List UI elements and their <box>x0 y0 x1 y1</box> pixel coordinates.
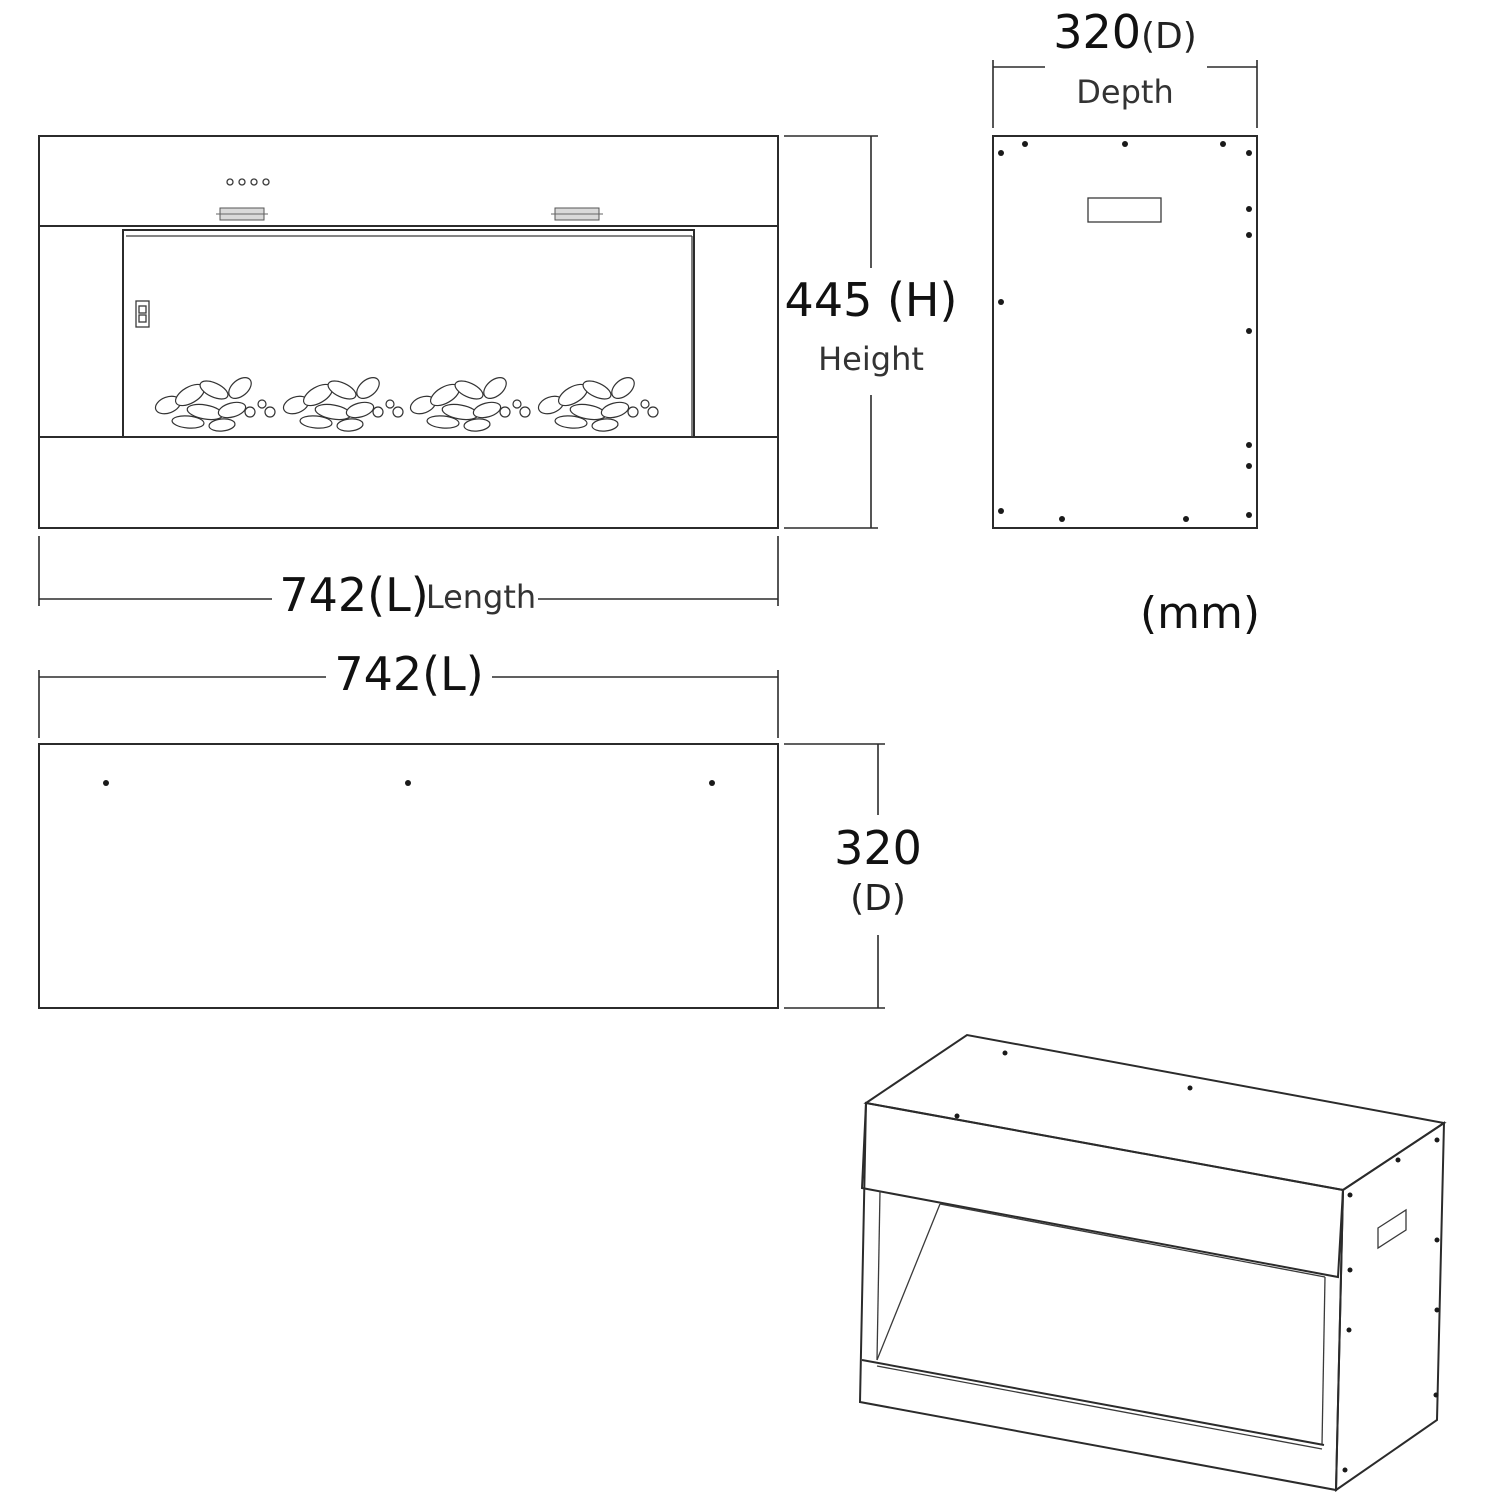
top-view <box>38 743 779 1009</box>
heater-vent-left <box>216 207 268 221</box>
top-depth-value-label: 320 <box>834 821 922 875</box>
side-depth-word-label: Depth <box>1076 73 1173 111</box>
side-depth-dimension: 320(D) Depth <box>992 5 1258 128</box>
iso-side-handle <box>1377 1208 1407 1250</box>
front-view <box>38 135 779 529</box>
control-buttons <box>226 178 270 186</box>
side-handle <box>1087 197 1162 223</box>
iso-front-outline <box>858 1102 1344 1492</box>
front-height-dimension: 445 (H) Height <box>784 135 958 529</box>
heater-vent-right <box>551 207 603 221</box>
iso-hearth-top <box>861 1359 1325 1446</box>
front-length-word-label: Length <box>426 578 536 616</box>
iso-screw-holes <box>954 1050 1440 1473</box>
height-value-label: 445 (H) <box>785 273 958 327</box>
top-depth-dimension: 320 (D) <box>784 743 922 1009</box>
iso-back-top <box>939 1203 1326 1278</box>
top-depth-suffix-label: (D) <box>850 878 906 919</box>
iso-opening-left <box>876 1190 881 1361</box>
power-switch <box>135 300 150 328</box>
side-screw-holes <box>998 141 1252 522</box>
iso-side-face <box>1334 1121 1446 1492</box>
iso-opening-right <box>1321 1276 1326 1446</box>
front-length-value-label: 742(L) <box>279 568 428 622</box>
iso-hearth-inner <box>876 1365 1323 1450</box>
iso-front-top-panel <box>860 1101 1345 1279</box>
log-bed-icon <box>154 372 659 433</box>
side-view <box>992 135 1258 529</box>
iso-top-face <box>863 1033 1447 1192</box>
units-label: (mm) <box>1140 588 1260 639</box>
height-word-label: Height <box>818 340 924 378</box>
side-depth-value-label: 320(D) <box>1053 5 1197 59</box>
isometric-view <box>858 1033 1447 1492</box>
front-outer-frame <box>38 135 779 529</box>
iso-back-diagonal <box>876 1203 941 1361</box>
side-panel <box>992 135 1258 529</box>
top-length-dimension: 742(L) <box>38 647 779 738</box>
top-panel <box>38 743 779 1009</box>
front-length-dimension: 742(L) Length <box>38 536 779 622</box>
top-screw-holes <box>103 780 715 786</box>
top-length-value-label: 742(L) <box>334 647 483 701</box>
firebox-glass <box>122 229 695 438</box>
